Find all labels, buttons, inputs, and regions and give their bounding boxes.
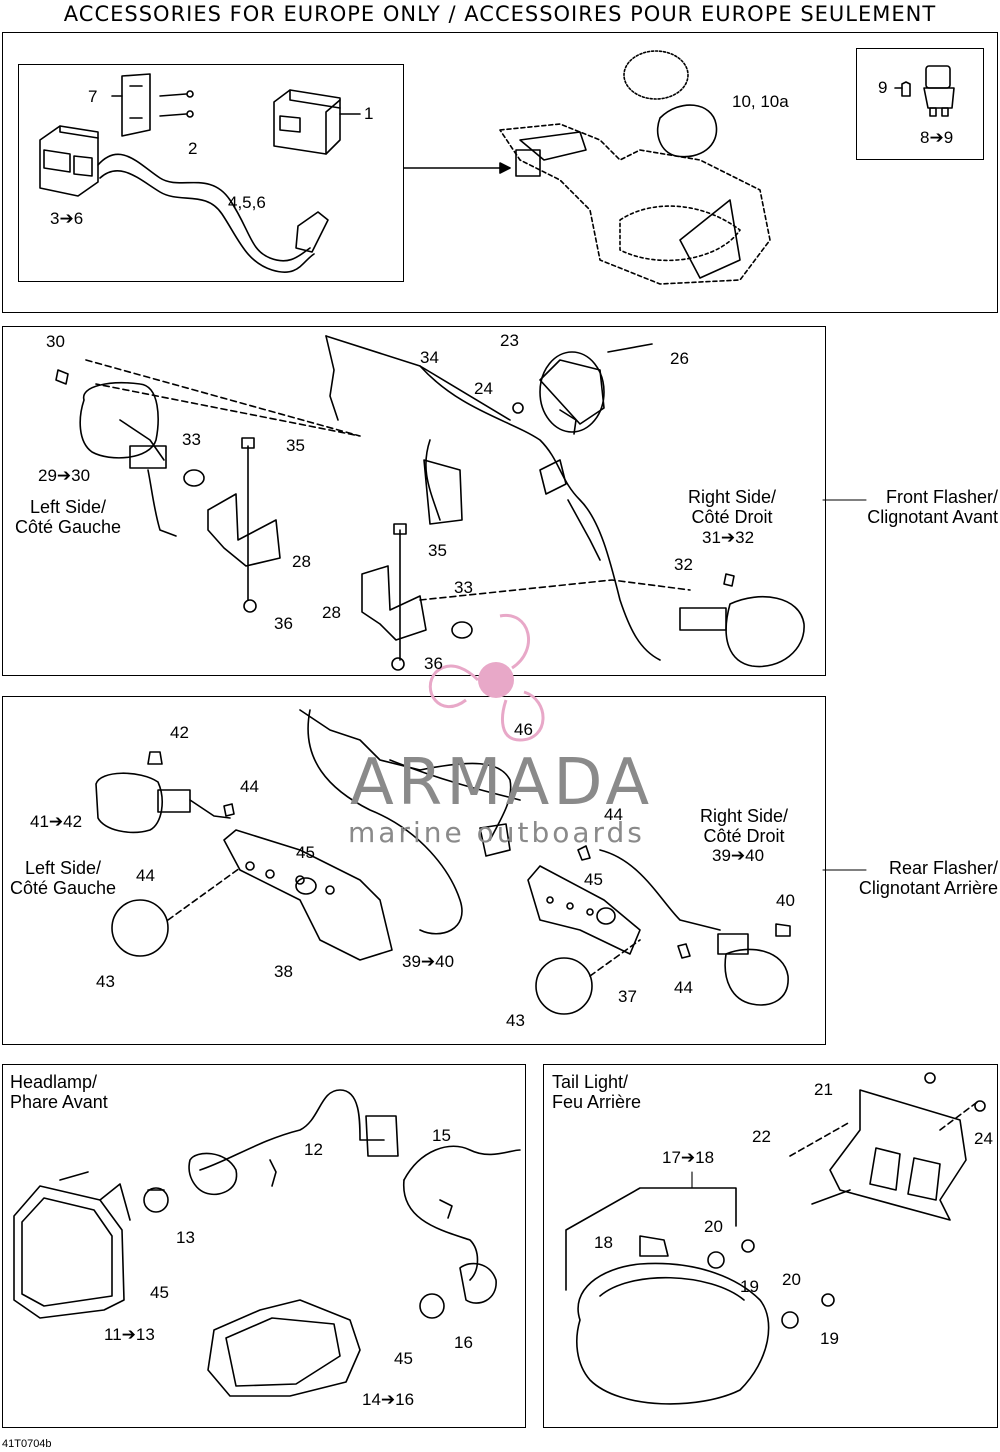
control-module-drawing (39, 73, 329, 273)
callout-10: 10, 10a (732, 92, 789, 111)
callout-45c: 45 (150, 1283, 169, 1302)
panel-tail-light (543, 1064, 998, 1428)
callout-26: 26 (670, 349, 689, 368)
callout-15: 15 (432, 1126, 451, 1145)
callout-21: 21 (814, 1080, 833, 1099)
front-bulb-housing-drawing (512, 343, 653, 435)
callout-2: 2 (188, 139, 198, 158)
rear-right-bracket-drawing (527, 865, 641, 1015)
front-right-flasher-drawing (679, 573, 805, 668)
callout-32: 32 (674, 555, 693, 574)
front-right-side-label: Right Side/Côté Droit (687, 487, 777, 527)
rear-right-flasher-drawing (677, 923, 791, 1006)
callout-44a: 44 (240, 777, 259, 796)
callout-35a: 35 (286, 436, 305, 455)
callout-33b: 33 (454, 578, 473, 597)
license-bracket-drawing (789, 1072, 986, 1221)
rear-left-side-label: Left Side/Côté Gauche (9, 858, 117, 898)
rear-left-flasher-drawing (95, 751, 235, 834)
tail-light-drawing (565, 1187, 835, 1405)
callout-39-40b: 39➔40 (402, 952, 455, 971)
callout-43b: 43 (506, 1011, 525, 1030)
headlamp-harness-drawing (188, 1089, 399, 1196)
callout-45d: 45 (394, 1349, 413, 1368)
callout-42: 42 (170, 723, 189, 742)
callout-20b: 20 (782, 1270, 801, 1289)
callout-30: 30 (46, 332, 65, 351)
rear-harness-drawing (299, 709, 721, 935)
callout-3-6: 3➔6 (50, 209, 84, 228)
callout-46: 46 (514, 720, 533, 739)
callout-18: 18 (594, 1233, 613, 1252)
headlamp-label: Headlamp/Phare Avant (10, 1072, 108, 1112)
callout-24: 24 (474, 379, 493, 398)
watermark-brand: ARMADA (350, 746, 654, 820)
rear-flasher-label: Rear Flasher/Clignotant Arrière (858, 858, 998, 898)
callout-39-40a: 39➔40 (712, 846, 765, 865)
callout-41-42: 41➔42 (30, 812, 83, 831)
callout-45b: 45 (584, 870, 603, 889)
callout-22: 22 (752, 1127, 771, 1146)
headlamp-small-drawing (207, 1145, 521, 1397)
relay-1-drawing (273, 89, 361, 155)
callout-43a: 43 (96, 972, 115, 991)
callout-28b: 28 (322, 603, 341, 622)
callout-28a: 28 (292, 552, 311, 571)
callout-7: 7 (88, 87, 98, 106)
callout-33a: 33 (182, 430, 201, 449)
panel-europe-accessories (2, 32, 998, 313)
callout-17-18: 17➔18 (662, 1148, 715, 1167)
callout-44c: 44 (604, 805, 623, 824)
callout-23: 23 (500, 331, 519, 350)
callout-45a: 45 (296, 843, 315, 862)
page-title: ACCESSORIES FOR EUROPE ONLY / ACCESSOIRE… (63, 2, 937, 26)
callout-8-9: 8➔9 (920, 128, 954, 147)
callout-24b: 24 (974, 1129, 993, 1148)
callout-35b: 35 (428, 541, 447, 560)
front-left-side-label: Left Side/Côté Gauche (14, 497, 122, 537)
callout-20a: 20 (704, 1217, 723, 1236)
callout-1: 1 (364, 104, 374, 123)
handlebar-housing-drawing (499, 50, 771, 285)
front-left-flasher-drawing (55, 359, 361, 537)
callout-11-13: 11➔13 (104, 1325, 155, 1344)
headlamp-large-drawing (13, 1171, 169, 1319)
callout-13: 13 (176, 1228, 195, 1247)
callout-36b: 36 (424, 654, 443, 673)
callout-12: 12 (304, 1140, 323, 1159)
front-right-bracket-drawing (361, 523, 691, 671)
callout-4-5-6: 4,5,6 (228, 193, 266, 212)
panel-switch-inset (856, 48, 984, 160)
callout-37: 37 (618, 987, 637, 1006)
callout-44b: 44 (136, 866, 155, 885)
callout-16: 16 (454, 1333, 473, 1352)
front-flasher-label: Front Flasher/Clignotant Avant (867, 487, 998, 527)
watermark-tagline: marine outboards (348, 816, 645, 849)
leader-lines (691, 499, 867, 1189)
rear-right-side-label: Right Side/Côté Droit (699, 806, 789, 846)
callout-36a: 36 (274, 614, 293, 633)
callout-44d: 44 (674, 978, 693, 997)
panel-europe-inset (18, 64, 404, 282)
callout-31-32: 31➔32 (702, 528, 755, 547)
rear-left-bracket-drawing (111, 829, 393, 961)
callout-29-30: 29➔30 (38, 466, 91, 485)
callout-34: 34 (420, 348, 439, 367)
tail-light-label: Tail Light/Feu Arrière (552, 1072, 642, 1112)
callout-19a: 19 (740, 1277, 759, 1296)
switch-8-9-drawing (894, 65, 955, 117)
callout-9: 9 (878, 78, 888, 97)
callout-40: 40 (776, 891, 795, 910)
panel-front-flasher (2, 326, 826, 676)
panel-headlamp (2, 1064, 526, 1428)
front-harness-drawing (325, 335, 661, 661)
figure-code: 41T0704b (2, 1438, 52, 1450)
callout-19b: 19 (820, 1329, 839, 1348)
front-left-bracket-drawing (183, 437, 281, 613)
callout-14-16: 14➔16 (362, 1390, 415, 1409)
callout-38: 38 (274, 962, 293, 981)
